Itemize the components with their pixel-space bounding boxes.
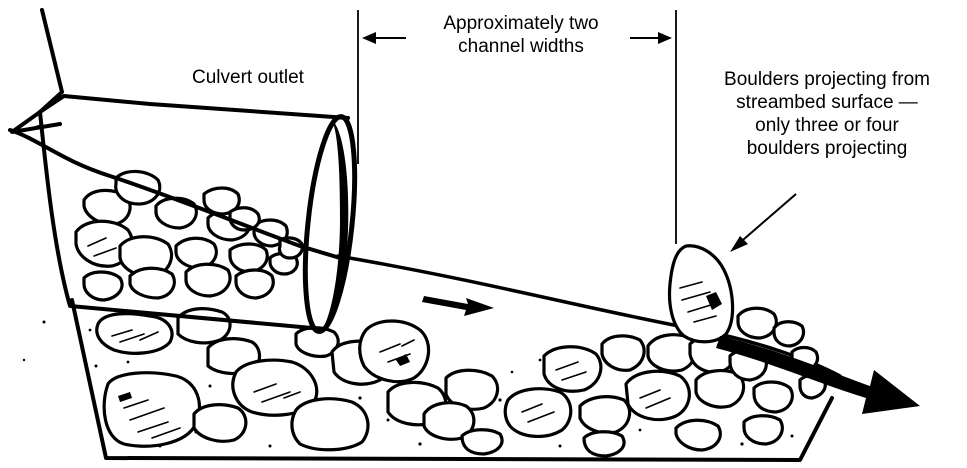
culvert-mouth-shadow	[322, 120, 349, 330]
arrow-down-left-icon	[730, 193, 797, 252]
boulders-line-1: Boulders projecting from	[724, 69, 930, 90]
boulders-line-2: streambed surface —	[736, 92, 918, 113]
culvert-bottom-edge	[38, 110, 314, 330]
channel-widths-line-2: channel widths	[458, 36, 584, 57]
boulders-line-3: only three or four	[755, 115, 899, 136]
bed-rocks	[95, 307, 632, 458]
projecting-boulder	[667, 244, 735, 344]
culvert-flow-line	[8, 128, 342, 260]
dimension-markers	[357, 10, 677, 244]
arrow-right-icon	[422, 296, 494, 316]
downstream-rocks	[600, 306, 827, 452]
culvert-break	[8, 8, 64, 134]
culvert-top-edge	[38, 94, 350, 120]
outflow-arrow-icon	[716, 336, 920, 414]
culvert-mouth	[302, 114, 358, 334]
culvert-outlet-label: Culvert outlet	[192, 66, 304, 89]
culvert-outlet-text: Culvert outlet	[192, 67, 304, 88]
culvert-pipe	[8, 94, 358, 334]
boulders-line-4: boulders projecting	[746, 138, 908, 159]
streambed-outline	[70, 298, 834, 462]
channel-widths-label: Approximately two channel widths	[408, 12, 634, 58]
channel-widths-line-1: Approximately two	[443, 13, 599, 34]
boulders-label: Boulders projecting from streambed surfa…	[690, 68, 964, 160]
